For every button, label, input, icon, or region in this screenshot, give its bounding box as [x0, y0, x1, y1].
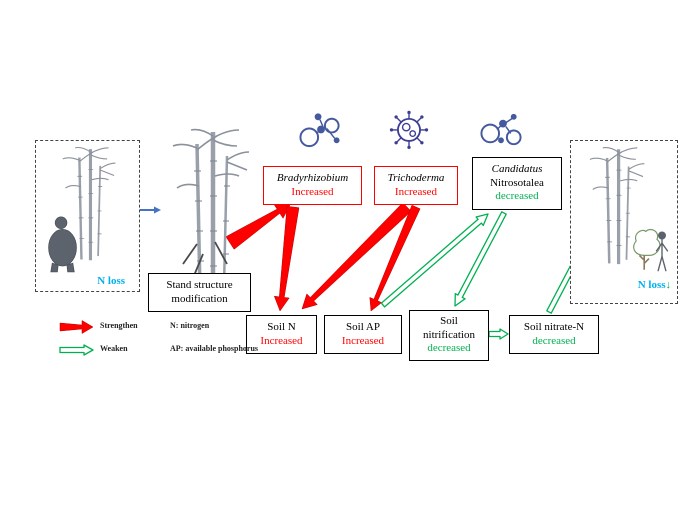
n-loss-label: N loss [637, 279, 666, 291]
nitrification-line2: nitrification [423, 328, 475, 341]
arrow-candidatus-to-nitrification [454, 211, 507, 307]
bradyrhizobium-name: Bradyrhizobium [276, 171, 349, 184]
nitrification-line1: Soil [440, 314, 458, 327]
post-management-forest-panel: N loss↓ [570, 140, 678, 304]
soil-ap-box: Soil AP Increased [324, 315, 402, 354]
n-loss-label: N loss [97, 275, 125, 287]
trichoderma-status: Increased [394, 185, 438, 198]
bradyrhizobium-box: Bradyrhizobium Increased [263, 166, 362, 205]
candidatus-species: Nitrosotalea [490, 176, 544, 189]
spiky-spore-icon [389, 110, 429, 150]
candidatus-genus: Candidatus [491, 162, 543, 175]
nitrate-name: Soil nitrate-N [523, 320, 585, 333]
soil-n-box: Soil N Increased [246, 315, 317, 354]
arrow-trichoderma-to-soil-ap [369, 204, 421, 312]
soil-n-status: Increased [260, 334, 303, 347]
overweight-person-figure [42, 213, 86, 275]
legend-strengthen-arrow [59, 320, 94, 334]
bradyrhizobium-status: Increased [291, 185, 334, 198]
soil-n-name: Soil N [267, 320, 296, 333]
arrow-soil-ap-to-candidatus [380, 213, 489, 308]
soil-ap-status: Increased [341, 334, 385, 347]
stand-structure-line1: Stand structure [166, 278, 233, 291]
archaea-cluster-icon [480, 113, 522, 146]
stand-structure-line2: modification [171, 292, 228, 305]
legend-strengthen-label: Strengthen [100, 321, 138, 330]
nitrate-status: decreased [532, 334, 576, 347]
arrow-bradyrhizobium-to-soil-n [273, 206, 300, 312]
bacteria-cluster-icon [299, 113, 340, 148]
stand-structure-modification-box: Stand structure modification [148, 273, 251, 312]
legend-weaken-label: Weaken [100, 344, 128, 353]
legend-ap-definition: AP: available phosphorus [170, 344, 259, 353]
pre-management-forest-panel: N loss [35, 140, 140, 292]
n-loss-reduced-label: N loss↓ [638, 279, 671, 291]
soil-nitrate-box: Soil nitrate-N decreased [509, 315, 599, 354]
slim-person-figure [651, 227, 673, 277]
arrow-trichoderma-to-soil-n [301, 202, 412, 310]
trichoderma-box: Trichoderma Increased [374, 166, 458, 205]
candidatus-nitrosotalea-box: Candidatus Nitrosotalea decreased [472, 157, 562, 210]
arrow-nitrification-to-nitrate [488, 328, 509, 340]
legend-n-definition: N: nitrogen [170, 321, 210, 330]
soil-nitrification-box: Soil nitrification decreased [409, 310, 489, 361]
decrease-arrow-glyph: ↓ [665, 279, 672, 291]
trichoderma-name: Trichoderma [387, 171, 445, 184]
soil-ap-name: Soil AP [346, 320, 380, 333]
managed-bamboo-sketch [158, 126, 258, 296]
legend-weaken-arrow [59, 344, 94, 356]
nitrification-status: decreased [427, 342, 471, 355]
candidatus-status: decreased [495, 190, 539, 203]
